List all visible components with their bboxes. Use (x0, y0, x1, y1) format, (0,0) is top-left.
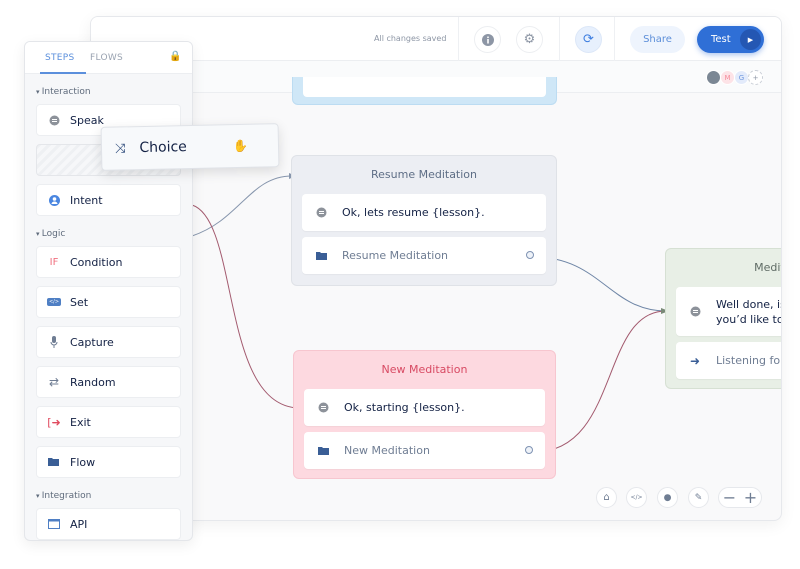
connection-line (191, 175, 293, 237)
speak-icon (316, 207, 328, 218)
block-title: New Meditation (381, 363, 468, 376)
section-logic[interactable]: Logic (36, 229, 192, 239)
top-toolbar: All changes saved ⚙ ⟳ Share Test ▶ (91, 17, 781, 61)
item-label: API (70, 517, 88, 531)
exit-icon: [➜ (47, 415, 61, 429)
block-title: Resume Meditation (370, 168, 478, 181)
item-label: Exit (70, 415, 91, 429)
api-icon (47, 519, 61, 529)
step-text: Well done, is (716, 297, 781, 311)
flow-block[interactable] (292, 77, 557, 105)
zoom-control: −+ (718, 487, 762, 508)
grab-cursor-icon: ✋ (232, 138, 249, 154)
item-label: Condition (70, 255, 123, 269)
folder-icon (316, 251, 328, 261)
step-item-exit[interactable]: [➜ Exit (36, 406, 181, 438)
refresh-icon: ⟳ (583, 32, 594, 47)
speak-step[interactable]: Ok, lets resume {lesson}. (302, 194, 546, 231)
block-title: Meditat (754, 261, 781, 274)
edit-button[interactable]: ✎ (688, 487, 709, 508)
choice-icon: ⤨ (114, 140, 126, 157)
output-port[interactable] (526, 251, 534, 259)
home-button[interactable]: ⌂ (596, 487, 617, 508)
share-button[interactable]: Share (630, 26, 685, 53)
divider (458, 17, 459, 61)
step-text: Resume Meditation (342, 249, 449, 262)
speak-step[interactable]: Ok, starting {lesson}. (304, 389, 545, 426)
step-text: Listening for (716, 354, 781, 367)
item-label: Choice (139, 139, 187, 157)
code-icon: </> (46, 298, 62, 306)
comment-icon: ● (663, 492, 672, 503)
step-item-api[interactable]: API (36, 508, 181, 540)
sync-button[interactable]: ⟳ (575, 26, 602, 53)
step-text: Ok, lets resume {lesson}. (342, 206, 485, 219)
info-icon (481, 33, 494, 46)
home-icon: ⌂ (603, 492, 610, 503)
step-item-random[interactable]: ⇄ Random (36, 366, 181, 398)
microphone-icon (47, 336, 61, 348)
intent-icon (47, 194, 61, 206)
zoom-in-button[interactable]: + (743, 488, 758, 507)
step[interactable] (303, 77, 546, 97)
tab-steps[interactable]: STEPS (45, 53, 75, 63)
edit-icon: ✎ (694, 492, 703, 503)
if-icon: IF (49, 256, 59, 268)
shuffle-icon: ⇄ (48, 375, 60, 389)
lock-icon[interactable]: 🔒 (169, 51, 182, 62)
speak-icon (318, 402, 330, 413)
step-item-capture[interactable]: Capture (36, 326, 181, 358)
dragged-step-choice[interactable]: ⤨ Choice ✋ (100, 123, 280, 171)
connection-line (191, 204, 301, 409)
divider (614, 17, 615, 61)
active-tab-indicator (40, 72, 86, 74)
comment-button[interactable]: ● (657, 487, 678, 508)
step-item-flow[interactable]: Flow (36, 446, 181, 478)
item-label: Intent (70, 193, 103, 207)
gear-icon: ⚙ (523, 32, 536, 47)
step-text: you’d like to (716, 312, 781, 326)
step-item-set[interactable]: </> Set (36, 286, 181, 318)
item-label: Speak (70, 113, 104, 127)
step-text: Ok, starting {lesson}. (344, 401, 465, 414)
connection-line (533, 310, 667, 453)
save-status: All changes saved (374, 34, 447, 43)
folder-icon (47, 457, 61, 467)
section-interaction[interactable]: Interaction (36, 87, 192, 97)
variables-button[interactable]: </> (626, 487, 647, 508)
listen-step[interactable]: ➜ Listening for (676, 342, 781, 379)
flow-block-resume-meditation[interactable]: Resume Meditation Ok, lets resume {lesso… (291, 155, 557, 286)
speak-icon (690, 306, 702, 317)
item-label: Capture (70, 335, 114, 349)
code-icon: </> (630, 494, 643, 501)
flow-step[interactable]: New Meditation (304, 432, 545, 469)
zoom-out-button[interactable]: − (722, 488, 737, 507)
item-label: Random (70, 375, 116, 389)
tab-flows[interactable]: FLOWS (90, 53, 124, 63)
output-port[interactable] (525, 446, 533, 454)
flow-step[interactable]: Resume Meditation (302, 237, 546, 274)
test-button[interactable]: Test ▶ (697, 26, 764, 53)
step-item-condition[interactable]: IF Condition (36, 246, 181, 278)
step-text: New Meditation (344, 444, 430, 457)
flow-block-new-meditation[interactable]: New Meditation Ok, starting {lesson}. Ne… (293, 350, 556, 479)
steps-panel: STEPS FLOWS 🔒 Interaction Speak Intent L… (24, 41, 193, 541)
settings-button[interactable]: ⚙ (516, 26, 543, 53)
divider (559, 17, 560, 61)
item-label: Set (70, 295, 89, 309)
add-collaborator-button[interactable]: + (748, 70, 763, 85)
speak-icon (47, 115, 61, 126)
arrow-right-icon: ➜ (690, 353, 701, 368)
play-icon: ▶ (740, 29, 761, 50)
step-item-intent[interactable]: Intent (36, 184, 181, 216)
folder-icon (318, 446, 330, 456)
panel-tabs: STEPS FLOWS 🔒 (25, 42, 192, 74)
item-label: Flow (70, 455, 96, 469)
section-integration[interactable]: Integration (36, 491, 192, 501)
info-button[interactable] (474, 26, 501, 53)
test-label: Test (711, 34, 731, 45)
